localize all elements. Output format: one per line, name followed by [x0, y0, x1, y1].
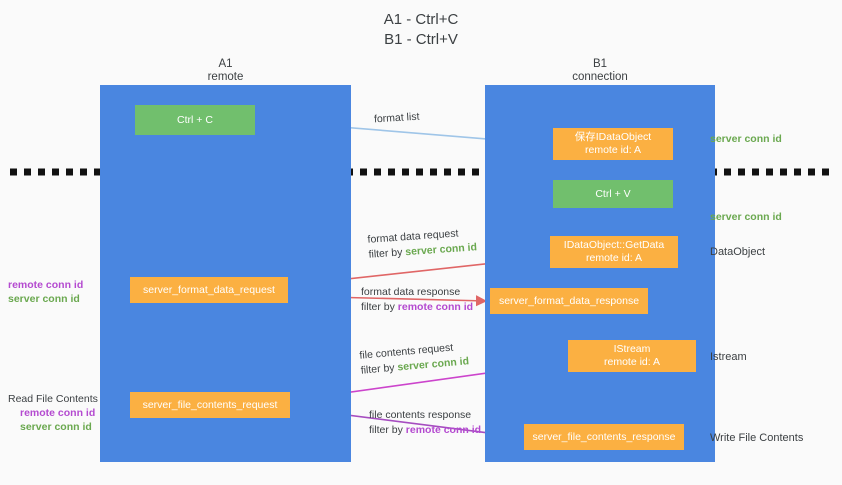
column-header-a1: A1 remote — [100, 58, 351, 84]
filter-key-remote-conn-id: remote conn id — [397, 301, 474, 313]
label-write-file-contents: Write File Contents — [710, 432, 804, 444]
node-save-idataobject[interactable]: 保存IDataObject remote id: A — [553, 128, 673, 160]
label-left-conn-ids-mid: remote conn id server conn id — [8, 278, 83, 306]
label-left-read-file-block: Read File Contents remote conn id server… — [8, 392, 98, 434]
label-dataobject: DataObject — [710, 246, 766, 258]
node-getdata-subtitle: remote id: A — [585, 252, 643, 264]
node-server-file-contents-request[interactable]: server_file_contents_request — [130, 392, 290, 418]
column-a1-name: A1 — [218, 58, 233, 70]
arrow-label-format-data-response-line2: filter by remote conn id — [361, 300, 473, 315]
node-server-file-contents-response[interactable]: server_file_contents_response — [524, 424, 684, 450]
node-istream[interactable]: IStream remote id: A — [568, 340, 696, 372]
column-header-b1: B1 connection — [485, 58, 715, 84]
arrow-label-format-list: format list — [374, 110, 420, 128]
filter-key-remote-conn-id: remote conn id — [405, 424, 482, 436]
node-server-file-contents-request-label: server_file_contents_request — [142, 398, 278, 411]
label-istream: Istream — [710, 351, 747, 363]
arrow-label-format-data-response: format data response filter by remote co… — [361, 285, 473, 315]
arrow-label-file-contents-response: file contents response filter by remote … — [369, 408, 481, 438]
label-server-conn-id: server conn id — [8, 293, 80, 305]
node-ctrl-v[interactable]: Ctrl + V — [553, 180, 673, 208]
label-read-file-contents: Read File Contents — [8, 393, 98, 405]
node-idataobject-getdata[interactable]: IDataObject::GetData remote id: A — [550, 236, 678, 268]
node-server-format-data-response[interactable]: server_format_data_response — [490, 288, 648, 314]
title-line-2: B1 - Ctrl+V — [384, 31, 458, 48]
node-ctrl-c-label: Ctrl + C — [177, 113, 213, 126]
filter-prefix: filter by — [368, 246, 406, 261]
column-b1-name: B1 — [592, 58, 608, 70]
node-server-format-data-request-label: server_format_data_request — [143, 283, 275, 296]
column-a1-role: remote — [207, 71, 244, 83]
filter-prefix: filter by — [361, 301, 398, 313]
node-server-format-data-request[interactable]: server_format_data_request — [130, 277, 288, 303]
node-getdata-title: IDataObject::GetData — [563, 239, 665, 251]
title-line-1: A1 - Ctrl+C — [383, 11, 459, 28]
node-istream-subtitle: remote id: A — [603, 356, 661, 368]
label-remote-conn-id: remote conn id — [8, 279, 84, 291]
filter-prefix: filter by — [369, 424, 406, 436]
node-istream-title: IStream — [613, 343, 651, 355]
arrow-label-format-list-text: format list — [373, 110, 420, 126]
label-remote-conn-id: remote conn id — [20, 407, 96, 419]
node-save-idataobject-title: 保存IDataObject — [574, 131, 652, 143]
filter-prefix: filter by — [360, 361, 398, 377]
column-b1-role: connection — [572, 71, 628, 83]
label-server-conn-id: server conn id — [20, 421, 92, 433]
filter-key-server-conn-id: server conn id — [404, 241, 478, 259]
node-ctrl-v-label: Ctrl + V — [595, 187, 631, 200]
arrow-label-file-contents-response-line2: filter by remote conn id — [369, 423, 481, 438]
page-title: A1 - Ctrl+C B1 - Ctrl+V — [0, 10, 842, 50]
node-ctrl-c[interactable]: Ctrl + C — [135, 105, 255, 135]
arrow-label-format-data-response-line1: format data response — [361, 286, 461, 298]
label-right-server-conn-id-mid: server conn id — [710, 211, 782, 223]
label-right-server-conn-id-top: server conn id — [710, 133, 782, 145]
arrow-label-file-contents-response-line1: file contents response — [369, 409, 472, 421]
node-server-file-contents-response-label: server_file_contents_response — [532, 430, 676, 443]
node-save-idataobject-subtitle: remote id: A — [584, 144, 642, 156]
node-server-format-data-response-label: server_format_data_response — [498, 294, 640, 307]
